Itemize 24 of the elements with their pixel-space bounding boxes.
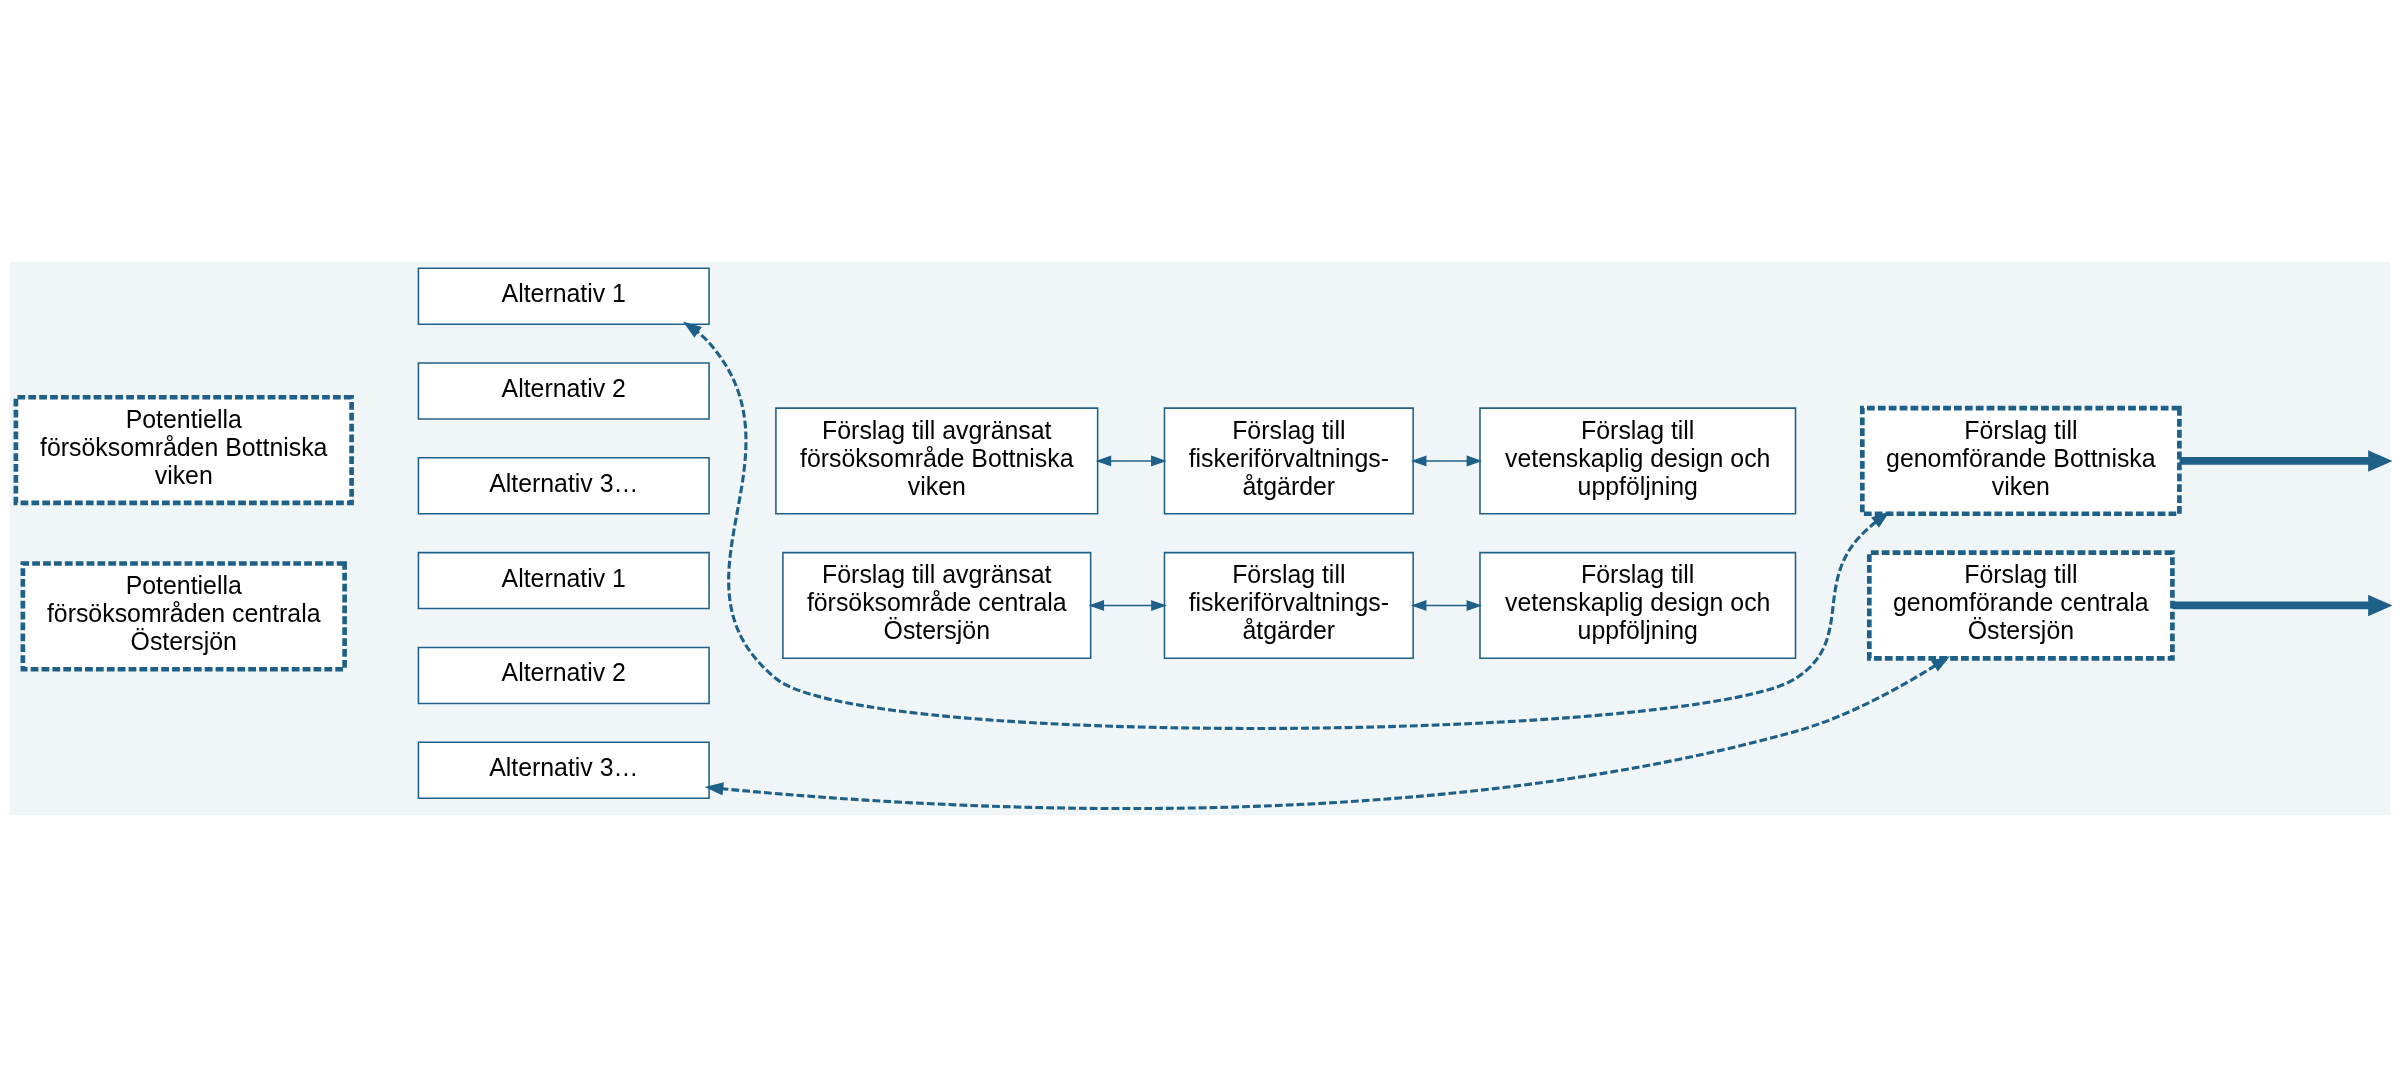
node-box: Alternativ 2 [417, 362, 710, 420]
node-box: Potentiella försöksområden Bottniska viken [13, 394, 354, 506]
node-box: Alternativ 1 [417, 267, 710, 325]
node-box: Förslag till genomförande centrala Östersjön [1867, 550, 2175, 661]
arrow [1410, 600, 1483, 611]
node-box: Förslag till avgränsat försöksområde Bottniska viken [775, 407, 1099, 515]
node-box: Förslag till genomförande Bottniska viken [1860, 405, 2182, 517]
arrow [1088, 600, 1167, 611]
node-box: Förslag till vetenskaplig design och uppföljning [1479, 551, 1797, 660]
node-box: Förslag till fiskeriförvaltnings- åtgärder [1163, 407, 1414, 515]
node-box: Alternativ 3… [417, 457, 710, 515]
arrow [704, 656, 1951, 811]
node-box: Alternativ 2 [417, 646, 710, 705]
node-box: Förslag till avgränsat försöksområde centrala Östersjön [782, 551, 1092, 660]
node-box: Förslag till fiskeriförvaltnings- åtgärder [1163, 551, 1414, 660]
node-box: Alternativ 1 [417, 551, 710, 610]
node-box: Alternativ 3… [417, 741, 710, 799]
node-box: Förslag till vetenskaplig design och uppföljning [1479, 407, 1797, 515]
arrow [682, 321, 1890, 730]
arrow [1410, 455, 1483, 467]
node-box: Potentiella försöksområden centrala Östersjön [20, 561, 347, 672]
arrow [2179, 450, 2392, 472]
arrow [1095, 455, 1167, 467]
arrow [2172, 594, 2392, 617]
